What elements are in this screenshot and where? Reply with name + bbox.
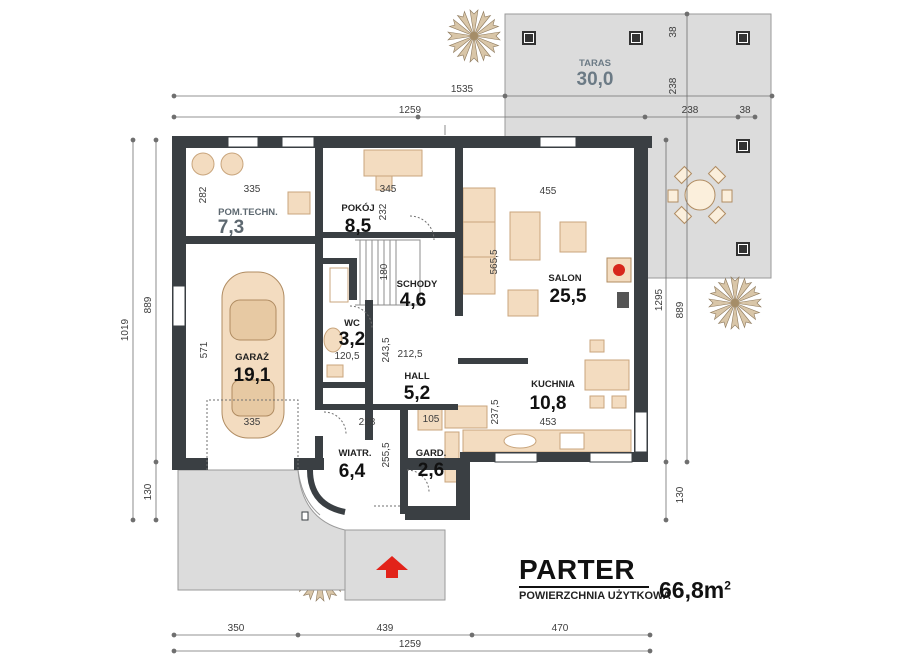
room-garaz-name: GARAŻ [235, 352, 269, 363]
room-pokoj-area: 8,5 [345, 216, 372, 237]
room-schody-name: SCHODY [397, 279, 438, 290]
plant-icon [708, 276, 762, 330]
room-salon-name: SALON [548, 273, 581, 284]
dim-salon-565: 565,5 [489, 249, 500, 274]
room-kuchnia-area: 10,8 [530, 393, 567, 414]
dim-garaz-571: 571 [199, 341, 210, 358]
dim-wc-120: 120,5 [334, 351, 359, 362]
dim-top-1259: 1259 [399, 105, 422, 116]
dim-pokoj-345: 345 [380, 184, 397, 195]
unit-exponent: 2 [724, 578, 731, 593]
room-garaz-area: 19,1 [234, 365, 271, 386]
dim-pom-335: 335 [244, 184, 261, 195]
room-salon-area: 25,5 [550, 286, 587, 307]
dimension-labels: 1535 1259 238 38 238 38 350 439 470 1259… [120, 26, 751, 650]
entrance-area [177, 469, 446, 601]
dim-wc-243: 243,5 [381, 337, 392, 362]
dim-taras-238: 238 [668, 77, 679, 94]
dim-bottom-439: 439 [377, 623, 394, 634]
room-labels: POM.TECHN. 7,3 POKÓJ 8,5 SCHODY 4,6 SALO… [218, 202, 587, 482]
dim-right-889: 889 [675, 301, 686, 318]
room-wiatr-area: 6,4 [339, 461, 366, 482]
usable-area-value: 66,8 [659, 577, 704, 603]
dim-bottom-470: 470 [552, 623, 569, 634]
room-pom-techn-area: 7,3 [218, 217, 244, 238]
dim-left-889: 889 [143, 296, 154, 313]
dim-taras-38: 38 [668, 26, 679, 38]
usable-area-unit: m2 [704, 577, 731, 603]
room-pom-techn-name: POM.TECHN. [218, 207, 278, 218]
dim-garaz-335: 335 [244, 417, 261, 428]
entrance-door [307, 469, 346, 515]
dim-hall-212: 212,5 [397, 349, 422, 360]
dim-kuchnia-237: 237,5 [490, 399, 501, 424]
room-gard-name: GARD. [416, 448, 447, 459]
unit-m: m [703, 577, 725, 603]
car-icon [221, 271, 285, 439]
dim-schody-180: 180 [379, 263, 390, 280]
room-wc-name: WC [344, 318, 360, 329]
room-wiatr-name: WIATR. [338, 448, 371, 459]
dim-top-238: 238 [682, 105, 699, 116]
room-kuchnia-name: KUCHNIA [531, 379, 575, 390]
dim-bottom-350: 350 [228, 623, 245, 634]
doors [206, 215, 435, 507]
dim-wiatr-255: 255,5 [381, 442, 392, 467]
entrance-arrow-icon [376, 556, 408, 578]
dim-top-38: 38 [739, 105, 751, 116]
dim-pom-282: 282 [198, 186, 209, 203]
room-schody-area: 4,6 [400, 290, 426, 311]
dim-right-130: 130 [675, 486, 686, 503]
usable-area-label: POWIERZCHNIA UŻYTKOWA [519, 590, 671, 602]
dim-salon-455: 455 [540, 186, 557, 197]
dim-kuchnia-453: 453 [540, 417, 557, 428]
dim-left-1019: 1019 [120, 318, 131, 341]
usable-area: 66,8m2 [659, 577, 731, 604]
dim-left-130: 130 [143, 483, 154, 500]
dimension-lines [130, 11, 775, 654]
dim-right-1295: 1295 [654, 288, 665, 311]
room-wc-area: 3,2 [339, 329, 365, 350]
room-hall-area: 5,2 [404, 383, 430, 404]
dim-hall-228: 228 [359, 417, 376, 428]
fireplace-icon [606, 257, 632, 308]
room-pokoj-name: POKÓJ [341, 202, 374, 214]
dim-gard-105: 105 [423, 414, 440, 425]
floor-title: PARTER [519, 554, 636, 585]
room-hall-name: HALL [404, 371, 430, 382]
plant-icon [447, 9, 501, 63]
windows [172, 136, 648, 521]
room-gard-area: 2,6 [418, 460, 444, 481]
terrace-area: 30,0 [577, 69, 614, 90]
title-underline [519, 586, 649, 588]
terrace-name: TARAS [579, 58, 611, 69]
dim-pokoj-232: 232 [378, 203, 389, 220]
dim-top-1535: 1535 [451, 84, 474, 95]
dim-bottom-1259: 1259 [399, 639, 422, 650]
furniture [191, 149, 632, 483]
